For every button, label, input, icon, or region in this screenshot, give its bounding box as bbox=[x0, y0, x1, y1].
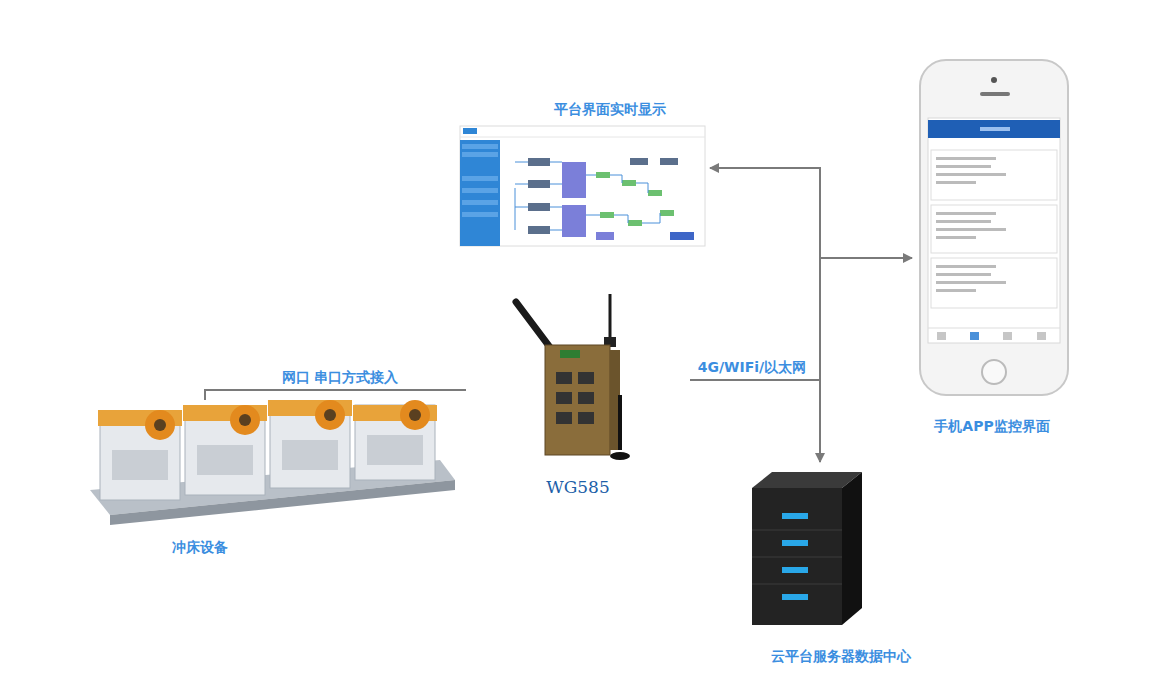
phone-app: 手机APP监控界面 bbox=[912, 55, 1072, 440]
punch-press: 冲床设备 bbox=[80, 400, 465, 560]
connector bbox=[205, 390, 466, 400]
server-illustration bbox=[752, 472, 862, 625]
cloud-server: 云平台服务器数据中心 bbox=[745, 462, 937, 670]
gateway-router: WG585 bbox=[466, 285, 690, 500]
node-label: WG585 bbox=[546, 478, 610, 496]
connector bbox=[690, 258, 912, 380]
node-label: 手机APP监控界面 bbox=[934, 417, 1049, 435]
connector bbox=[690, 168, 820, 380]
platform-screenshot bbox=[460, 126, 705, 246]
router-illustration bbox=[516, 294, 630, 460]
node-label: 冲床设备 bbox=[172, 538, 228, 556]
platform-display: 平台界面实时显示 bbox=[458, 98, 710, 248]
node-label: 平台界面实时显示 bbox=[554, 100, 666, 118]
edge-label: 网口 串口方式接入 bbox=[280, 368, 401, 386]
phone-illustration bbox=[920, 60, 1068, 395]
edge-label: 4G/WIFi/以太网 bbox=[696, 358, 808, 376]
connector bbox=[690, 380, 820, 462]
punch-press-illustration bbox=[90, 400, 455, 525]
node-label: 云平台服务器数据中心 bbox=[771, 647, 911, 665]
